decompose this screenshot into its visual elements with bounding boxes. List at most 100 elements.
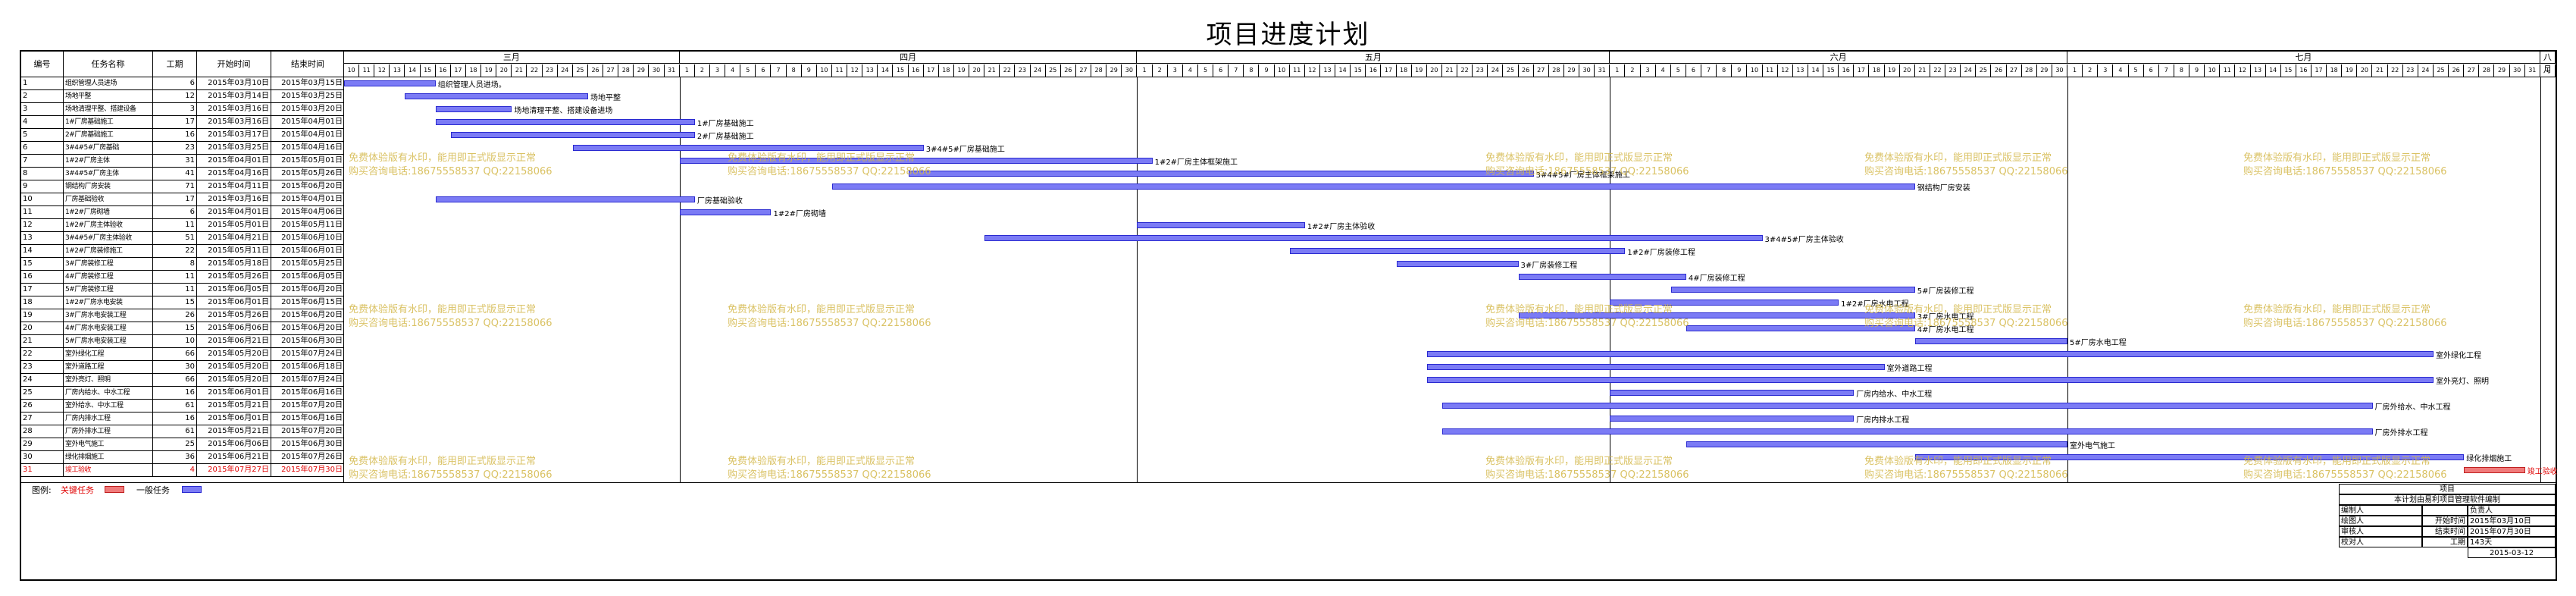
day-tick: 26	[588, 64, 604, 77]
gantt-bar[interactable]	[908, 171, 1534, 177]
task-name-cell: 厂房基础验收	[64, 193, 153, 205]
task-start-cell: 2015年03月25日	[197, 142, 271, 154]
task-name-cell: 厂房内给水、中水工程	[64, 387, 153, 399]
watermark-line1: 免费体验版有水印，能用即正式版显示正常	[2243, 304, 2431, 315]
gantt-bar[interactable]	[344, 80, 436, 86]
gantt-bar[interactable]	[1610, 390, 1855, 396]
day-tick: 31	[2525, 64, 2540, 77]
gantt-bar[interactable]	[1686, 325, 1915, 331]
gantt-bar[interactable]	[1610, 300, 1839, 306]
gantt-bar[interactable]	[831, 184, 1915, 190]
day-tick: 13	[2251, 64, 2266, 77]
gantt-bar[interactable]	[1426, 364, 1885, 370]
gantt-bar[interactable]	[1289, 248, 1626, 254]
gantt-bar[interactable]	[1426, 351, 2434, 357]
gantt-bar[interactable]	[1610, 416, 1855, 422]
gantt-bar[interactable]	[1441, 403, 2373, 409]
task-end-cell: 2015年04月01日	[281, 195, 343, 203]
day-tick: 26	[2449, 64, 2465, 77]
gantt-bar[interactable]	[1518, 312, 1915, 318]
gantt-bar[interactable]	[1426, 377, 2434, 383]
watermark: 免费体验版有水印，能用即正式版显示正常购买咨询电话:18675558537 QQ…	[728, 303, 931, 331]
day-tick: 6	[2144, 64, 2159, 77]
month-header: 六月	[1610, 52, 2068, 64]
task-end-cell: 2015年04月16日	[281, 143, 343, 152]
day-tick: 24	[2418, 64, 2434, 77]
task-start-cell: 2015年06月01日	[197, 296, 271, 309]
gantt-bar[interactable]	[572, 145, 924, 151]
gantt-bar[interactable]	[1396, 261, 1519, 267]
gantt-bar[interactable]	[435, 196, 695, 202]
day-tick: 19	[2342, 64, 2358, 77]
day-tick: 25	[1046, 64, 1061, 77]
gantt-bar[interactable]	[984, 235, 1763, 241]
watermark-line2: 购买咨询电话:18675558537 QQ:22158066	[1485, 469, 1689, 481]
task-duration-cell: 31	[153, 155, 197, 167]
gantt-bar[interactable]	[1137, 222, 1305, 228]
gantt-bar[interactable]	[679, 209, 772, 215]
task-end-cell: 2015年05月26日	[281, 169, 343, 177]
task-start-cell: 2015年04月11日	[197, 180, 271, 193]
task-start-cell: 2015年04月01日	[197, 155, 271, 167]
day-tick: 11	[359, 64, 375, 77]
gantt-bar[interactable]	[1518, 274, 1686, 280]
gantt-bar[interactable]	[679, 158, 1153, 164]
gantt-bar-label: 厂房基础验收	[696, 197, 743, 205]
gantt-bar[interactable]	[405, 93, 588, 99]
day-tick: 26	[1519, 64, 1534, 77]
col-header-duration: 工期	[153, 52, 197, 77]
task-end-cell: 2015年05月25日	[281, 259, 343, 268]
month-gridline	[2067, 77, 2069, 482]
task-start-cell: 2015年05月20日	[197, 374, 271, 386]
gantt-bar[interactable]	[1441, 428, 2373, 434]
task-end-cell: 2015年07月20日	[281, 401, 343, 409]
info-end-value: 2015年07月30日	[2468, 526, 2556, 537]
gantt-bar[interactable]	[450, 132, 695, 138]
watermark-line1: 免费体验版有水印，能用即正式版显示正常	[1864, 152, 2052, 164]
task-end-cell: 2015年06月20日	[281, 311, 343, 319]
gantt-bar[interactable]	[435, 119, 695, 125]
gantt-bar[interactable]	[2464, 467, 2525, 473]
task-duration-cell: 16	[153, 129, 197, 141]
gantt-bar[interactable]	[1914, 338, 2068, 344]
gantt-bar[interactable]	[1686, 441, 2068, 447]
gantt-bar[interactable]	[1670, 287, 1915, 293]
task-start-cell: 2015年06月06日	[197, 322, 271, 334]
gantt-bar-label: 厂房外排水工程	[2374, 429, 2428, 438]
gantt-bar[interactable]	[435, 106, 512, 112]
day-tick: 28	[1549, 64, 1564, 77]
day-tick: 24	[1488, 64, 1504, 77]
gantt-bar[interactable]	[1914, 454, 2465, 460]
